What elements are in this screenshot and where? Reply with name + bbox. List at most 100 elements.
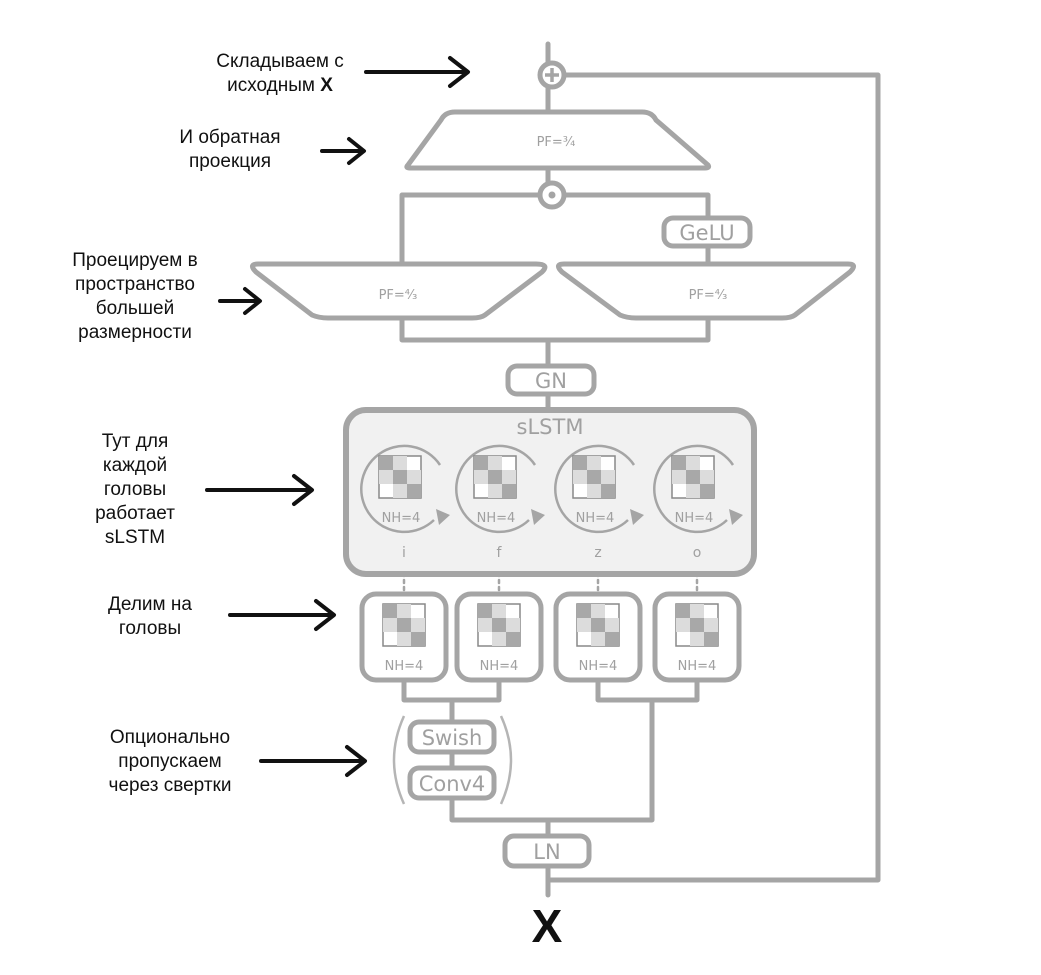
pf-down-label: PF=¾ xyxy=(537,135,576,150)
annotation-heads-line2: каждой xyxy=(102,455,168,476)
annotation-add-line2-wrap: исходным X xyxy=(180,74,380,98)
plus-icon xyxy=(545,68,559,82)
annotation-proj-up-line1: Проецируем в xyxy=(72,250,198,271)
head-matrix-icon xyxy=(378,455,422,499)
annotation-heads-line3: головы xyxy=(103,479,167,500)
up-projection-left: PF=⁴⁄₃ xyxy=(250,261,548,321)
recurrence-arc xyxy=(653,444,735,534)
slstm-head: NH=4 xyxy=(455,444,545,534)
gn-box: GN xyxy=(505,363,597,397)
arrow-proj-up xyxy=(218,287,262,315)
head-matrix-icon xyxy=(572,455,616,499)
annotation-conv-line2: пропускаем xyxy=(118,751,222,772)
gate-label-z: z xyxy=(594,545,601,561)
recurrence-arrow-icon xyxy=(436,509,450,525)
dot-icon xyxy=(548,191,556,199)
down-projection: PF=¾ xyxy=(404,109,712,171)
swish-box: Swish xyxy=(407,719,497,755)
annotation-proj-up: Проецируем в пространство большей размер… xyxy=(50,249,220,345)
annotation-add: Складываем с исходным X xyxy=(180,50,380,98)
head-nh-label: NH=4 xyxy=(576,511,615,526)
annotation-split-line2: головы xyxy=(118,618,182,639)
recurrence-arc xyxy=(360,444,442,534)
pf-up-right-label: PF=⁴⁄₃ xyxy=(689,288,728,303)
input-x-label: X xyxy=(532,900,563,952)
head-box-matrix-icon xyxy=(675,603,719,647)
recurrence-arrow-icon xyxy=(531,509,545,525)
arrow-proj-back xyxy=(320,137,366,165)
annotation-proj-up-line2: пространство xyxy=(75,274,195,295)
slstm-block: sLSTM xyxy=(343,407,757,577)
head-box-nh-label: NH=4 xyxy=(385,659,424,674)
head-nh-label: NH=4 xyxy=(675,511,714,526)
wire-proj-merge xyxy=(399,315,711,343)
arrow-conv xyxy=(259,745,367,777)
annotation-conv-line1: Опционально xyxy=(109,727,231,748)
annotation-add-line1: Складываем с xyxy=(216,51,344,72)
annotation-heads-line4: работает xyxy=(95,503,175,524)
wire-conv-to-merge xyxy=(449,697,655,823)
multiply-node xyxy=(537,180,567,210)
gate-label-o: o xyxy=(693,545,702,561)
head-nh-label: NH=4 xyxy=(477,511,516,526)
gn-label: GN xyxy=(535,369,567,393)
recurrence-arc xyxy=(554,444,636,534)
gate-label-f: f xyxy=(497,545,503,561)
arrow-split xyxy=(228,599,336,631)
arrow-heads xyxy=(205,474,314,506)
annotation-conv-line3: через свертки xyxy=(108,775,232,796)
recurrence-arrow-icon xyxy=(630,509,644,525)
arrow-add xyxy=(364,56,470,88)
head-box-nh-label: NH=4 xyxy=(678,659,717,674)
add-node xyxy=(537,60,567,90)
swish-label: Swish xyxy=(422,726,483,750)
head-box-nh-label: NH=4 xyxy=(579,659,618,674)
bracket-right xyxy=(499,715,513,805)
wire-mul-right-branch xyxy=(557,192,711,221)
head-box-matrix-icon xyxy=(382,603,426,647)
annotation-heads-line1: Тут для xyxy=(101,431,169,452)
head-box: NH=4 xyxy=(454,591,544,683)
annotation-split: Делим на головы xyxy=(80,593,220,641)
recurrence-arrow-icon xyxy=(729,509,743,525)
bracket-left xyxy=(392,715,406,805)
head-box: NH=4 xyxy=(553,591,643,683)
slstm-head: NH=4 xyxy=(653,444,743,534)
head-matrix-icon xyxy=(671,455,715,499)
head-box-matrix-icon xyxy=(576,603,620,647)
head-matrix-icon xyxy=(473,455,517,499)
annotation-proj-back-line2: проекция xyxy=(188,151,272,172)
head-box: NH=4 xyxy=(359,591,449,683)
pf-up-left-label: PF=⁴⁄₃ xyxy=(379,288,418,303)
annotation-heads: Тут для каждой головы работает sLSTM xyxy=(70,430,200,550)
annotation-proj-back: И обратная проекция xyxy=(150,126,310,174)
conv4-box: Conv4 xyxy=(407,765,497,801)
annotation-split-line1: Делим на xyxy=(108,594,192,615)
wire-heads-right-merge xyxy=(595,677,700,703)
annotation-add-x: X xyxy=(320,75,333,96)
annotation-proj-back-line1: И обратная xyxy=(179,127,281,148)
ln-box: LN xyxy=(502,833,592,869)
annotation-add-line2: исходным xyxy=(227,75,315,96)
annotation-proj-up-line4: размерности xyxy=(78,322,192,343)
head-box-matrix-icon xyxy=(477,603,521,647)
gate-label-i: i xyxy=(402,545,406,561)
wire-mul-left-branch xyxy=(399,192,541,267)
conv-bracket xyxy=(392,715,513,805)
slstm-head: NH=4 xyxy=(554,444,644,534)
gelu-label: GeLU xyxy=(679,221,734,245)
recurrence-arc xyxy=(455,444,537,534)
slstm-head: NH=4 xyxy=(360,444,450,534)
slstm-heads: NH=4 NH=4 NH=4 NH=4 xyxy=(360,444,743,534)
annotation-proj-up-line3: большей xyxy=(95,298,175,319)
annotation-heads-line5: sLSTM xyxy=(104,527,166,548)
up-projection-right: PF=⁴⁄₃ xyxy=(556,261,856,321)
wire-heads-left-merge xyxy=(401,677,502,703)
slstm-title: sLSTM xyxy=(517,415,584,439)
head-nh-label: NH=4 xyxy=(382,511,421,526)
head-box: NH=4 xyxy=(652,591,742,683)
conv4-label: Conv4 xyxy=(419,772,486,796)
